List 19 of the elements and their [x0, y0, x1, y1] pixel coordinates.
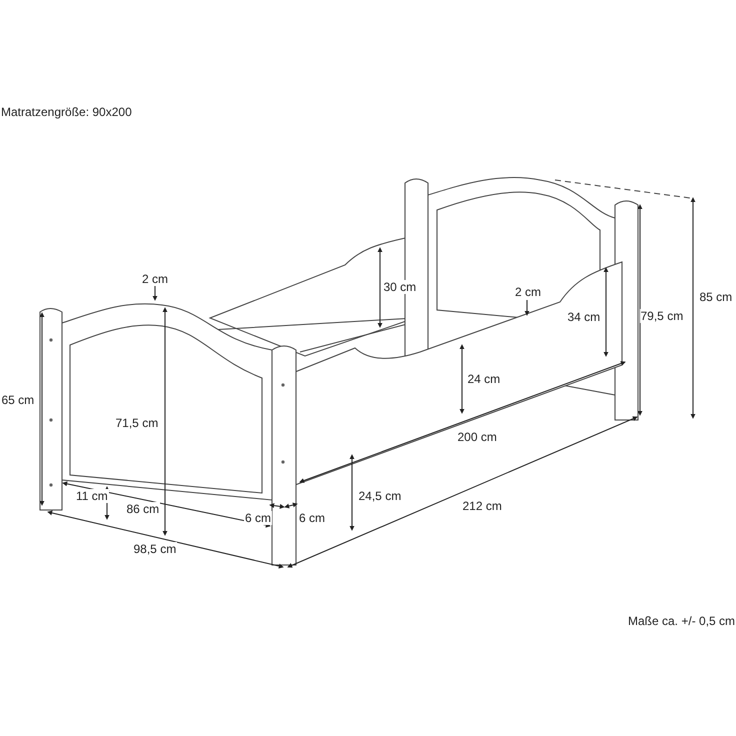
dimension-label: 212 cm: [462, 499, 503, 513]
dimension-label: 65 cm: [0, 393, 36, 407]
dimension-label: 71,5 cm: [114, 416, 160, 430]
dimension-label: 34 cm: [566, 310, 602, 324]
note-text: Maße ca. +/- 0,5 cm: [627, 614, 736, 628]
dimension-label: 6 cm: [244, 511, 272, 525]
note-text: Matratzengröße: 90x200: [0, 105, 133, 119]
dimension-label: 2 cm: [514, 285, 542, 299]
dimension-label: 86 cm: [126, 502, 160, 516]
dimension-label: 24 cm: [466, 372, 502, 386]
dimension-label: 6 cm: [298, 511, 326, 525]
dimension-label: 98,5 cm: [132, 542, 178, 556]
dimension-label: 24,5 cm: [358, 489, 402, 503]
dimension-label: 30 cm: [382, 280, 418, 294]
dimension-label: 2 cm: [141, 272, 170, 286]
dimension-label: 200 cm: [456, 430, 498, 444]
dimension-label: 11 cm: [75, 489, 109, 503]
dimension-label: 85 cm: [698, 290, 734, 304]
dimension-label: 79,5 cm: [640, 309, 684, 323]
